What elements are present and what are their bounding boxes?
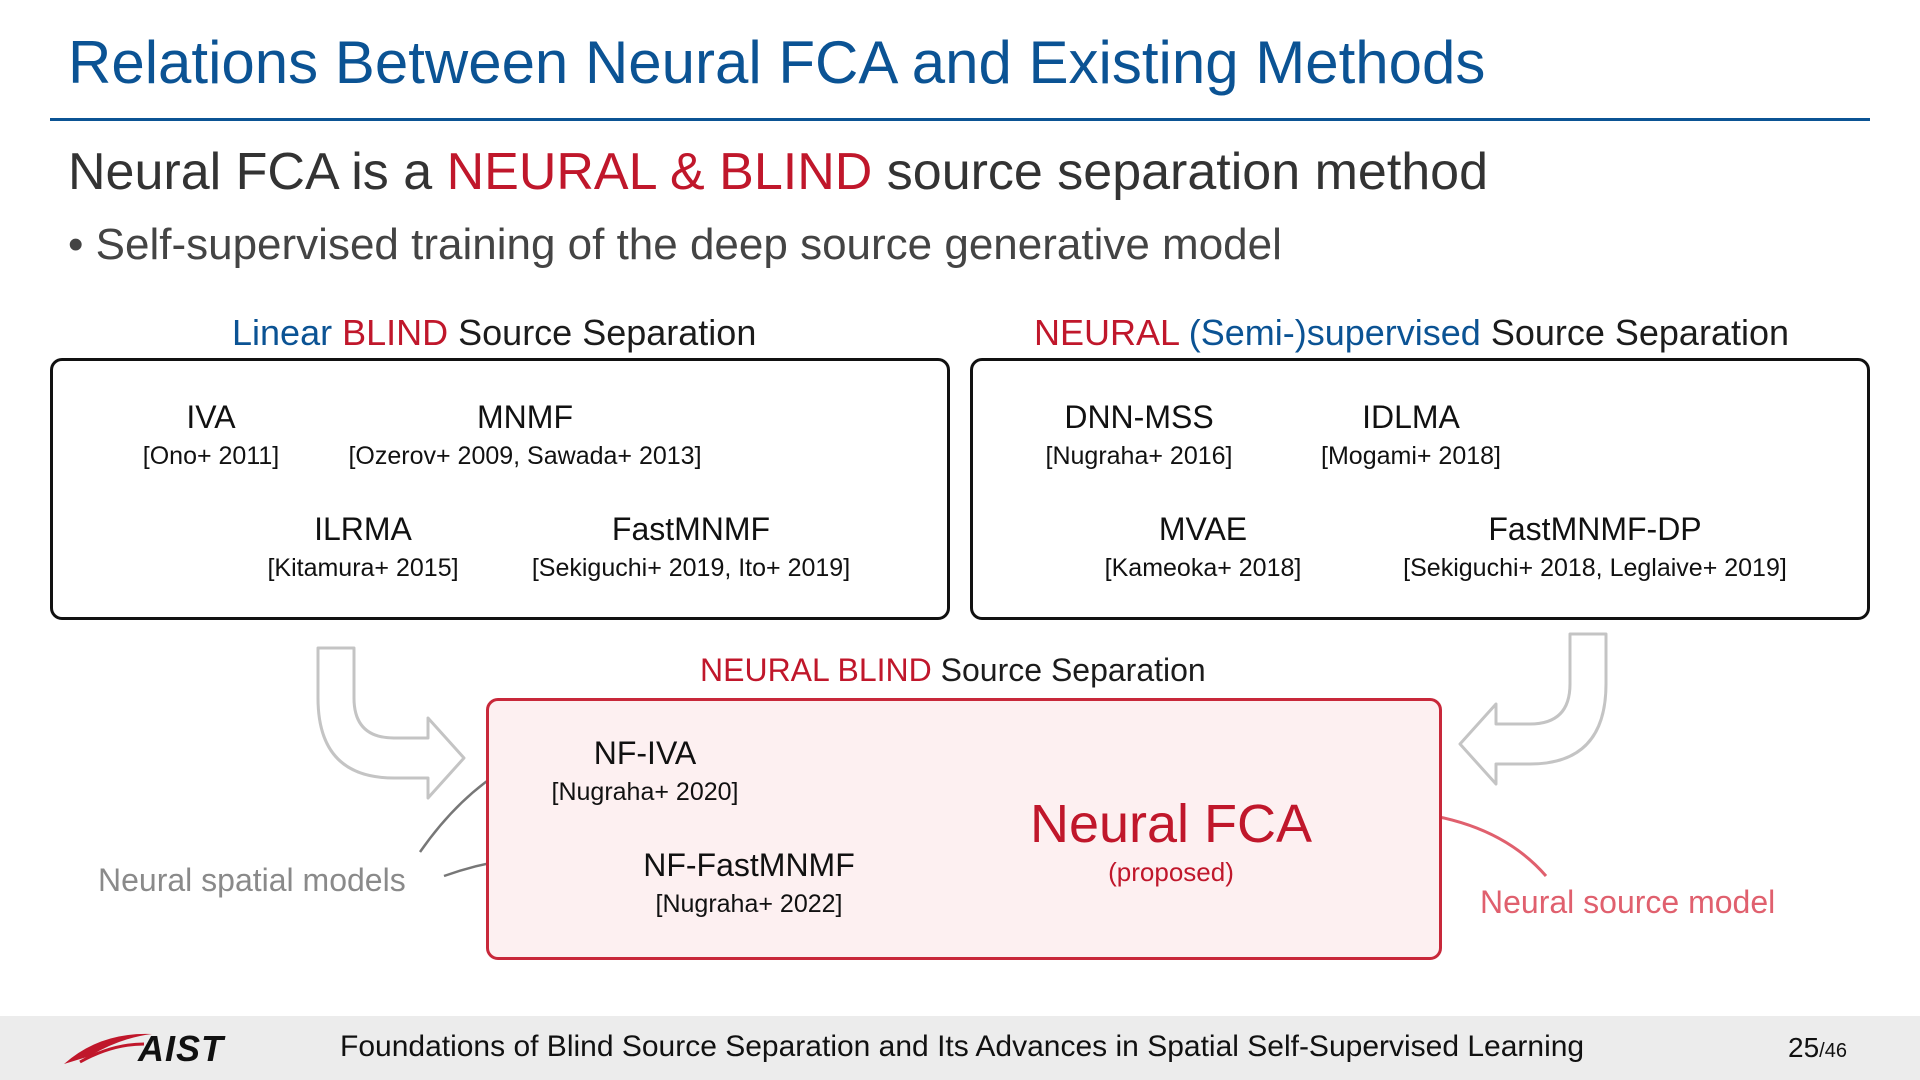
method-name: IVA (186, 399, 236, 435)
title-divider (50, 118, 1870, 121)
right-flow-arrow (1458, 632, 1608, 786)
headline: Neural FCA is a NEURAL & BLIND source se… (68, 142, 1488, 202)
method-citation: [Sekiguchi+ 2018, Leglaive+ 2019] (1403, 554, 1787, 582)
method-idlma: IDLMA [Mogami+ 2018] (1321, 399, 1501, 471)
aist-logo: AIST (60, 1026, 250, 1075)
supervised-label-part-2: (Semi-)supervised (1188, 312, 1481, 353)
method-name: NF-IVA (593, 735, 697, 771)
method-citation: [Sekiguchi+ 2019, Ito+ 2019] (531, 554, 851, 582)
headline-part-1: Neural FCA is a (68, 143, 447, 201)
neural-blind-box: NF-IVA [Nugraha+ 2020] NF-FastMNMF [Nugr… (486, 698, 1442, 960)
method-citation: [Kameoka+ 2018] (1104, 554, 1302, 582)
neural-source-model-label: Neural source model (1480, 884, 1776, 920)
method-ilrma: ILRMA [Kitamura+ 2015] (267, 511, 458, 583)
method-citation: [Ozerov+ 2009, Sawada+ 2013] (348, 442, 702, 470)
supervised-box: DNN-MSS [Nugraha+ 2016] IDLMA [Mogami+ 2… (970, 358, 1870, 620)
method-citation: [Nugraha+ 2020] (551, 778, 739, 806)
highlight-method-name: Neural FCA (1029, 794, 1313, 854)
method-citation: [Nugraha+ 2022] (655, 890, 843, 918)
supervised-section-label: NEURAL (Semi-)supervised Source Separati… (1034, 312, 1789, 354)
method-citation: [Nugraha+ 2016] (1045, 442, 1233, 470)
method-name: ILRMA (314, 511, 412, 547)
page-title: Relations Between Neural FCA and Existin… (68, 29, 1486, 96)
footer-bar (0, 1016, 1920, 1080)
method-name: NF-FastMNMF (643, 847, 855, 883)
page-number: 25/46 (1788, 1032, 1847, 1064)
linear-section-label: Linear BLIND Source Separation (232, 312, 756, 354)
linear-blind-box: IVA [Ono+ 2011] MNMF [Ozerov+ 2009, Sawa… (50, 358, 950, 620)
method-nf-fastmnmf: NF-FastMNMF [Nugraha+ 2022] (643, 847, 855, 919)
page-total: /46 (1819, 1040, 1847, 1062)
method-name: DNN-MSS (1064, 399, 1214, 435)
method-mvae: MVAE [Kameoka+ 2018] (1105, 511, 1302, 583)
method-dnn-mss: DNN-MSS [Nugraha+ 2016] (1046, 399, 1233, 471)
neural-blind-label-part-2: Source Separation (940, 652, 1206, 688)
bullet-dot-icon: • (68, 220, 84, 269)
method-citation: [Mogami+ 2018] (1321, 442, 1501, 470)
linear-label-part-2: BLIND (342, 312, 449, 353)
method-nf-iva: NF-IVA [Nugraha+ 2020] (552, 735, 739, 807)
aist-logo-text: AIST (138, 1028, 225, 1069)
supervised-label-part-1: NEURAL (1034, 312, 1179, 353)
neural-spatial-models-label: Neural spatial models (98, 862, 406, 898)
supervised-label-part-3: Source Separation (1490, 312, 1790, 353)
neural-blind-section-label: NEURAL BLIND Source Separation (700, 652, 1206, 689)
method-name: IDLMA (1362, 399, 1460, 435)
method-neural-fca: Neural FCA (proposed) (1030, 793, 1312, 888)
aist-logo-icon (64, 1033, 152, 1064)
headline-highlight: NEURAL & BLIND (446, 143, 873, 201)
linear-label-part-3: Source Separation (458, 312, 757, 353)
method-citation: [Ono+ 2011] (142, 442, 280, 470)
bullet-item: • Self-supervised training of the deep s… (68, 220, 1282, 270)
linear-label-part-1: Linear (232, 312, 333, 353)
bullet-text: Self-supervised training of the deep sou… (95, 220, 1282, 269)
method-fastmnmf: FastMNMF [Sekiguchi+ 2019, Ito+ 2019] (532, 511, 850, 583)
page-current: 25 (1788, 1032, 1820, 1063)
method-citation: [Kitamura+ 2015] (267, 554, 459, 582)
method-name: FastMNMF (611, 511, 771, 547)
method-iva: IVA [Ono+ 2011] (143, 399, 279, 471)
neural-blind-label-part-1: NEURAL BLIND (700, 652, 932, 688)
method-name: MVAE (1158, 511, 1248, 547)
method-mnmf: MNMF [Ozerov+ 2009, Sawada+ 2013] (348, 399, 701, 471)
footer-text: Foundations of Blind Source Separation a… (340, 1030, 1585, 1063)
headline-part-3: source separation method (872, 143, 1489, 201)
method-fastmnmf-dp: FastMNMF-DP [Sekiguchi+ 2018, Leglaive+ … (1403, 511, 1787, 583)
left-flow-arrow (316, 646, 466, 800)
method-name: FastMNMF-DP (1488, 511, 1702, 547)
method-name: MNMF (477, 399, 573, 435)
highlight-method-note: (proposed) (1108, 857, 1234, 887)
